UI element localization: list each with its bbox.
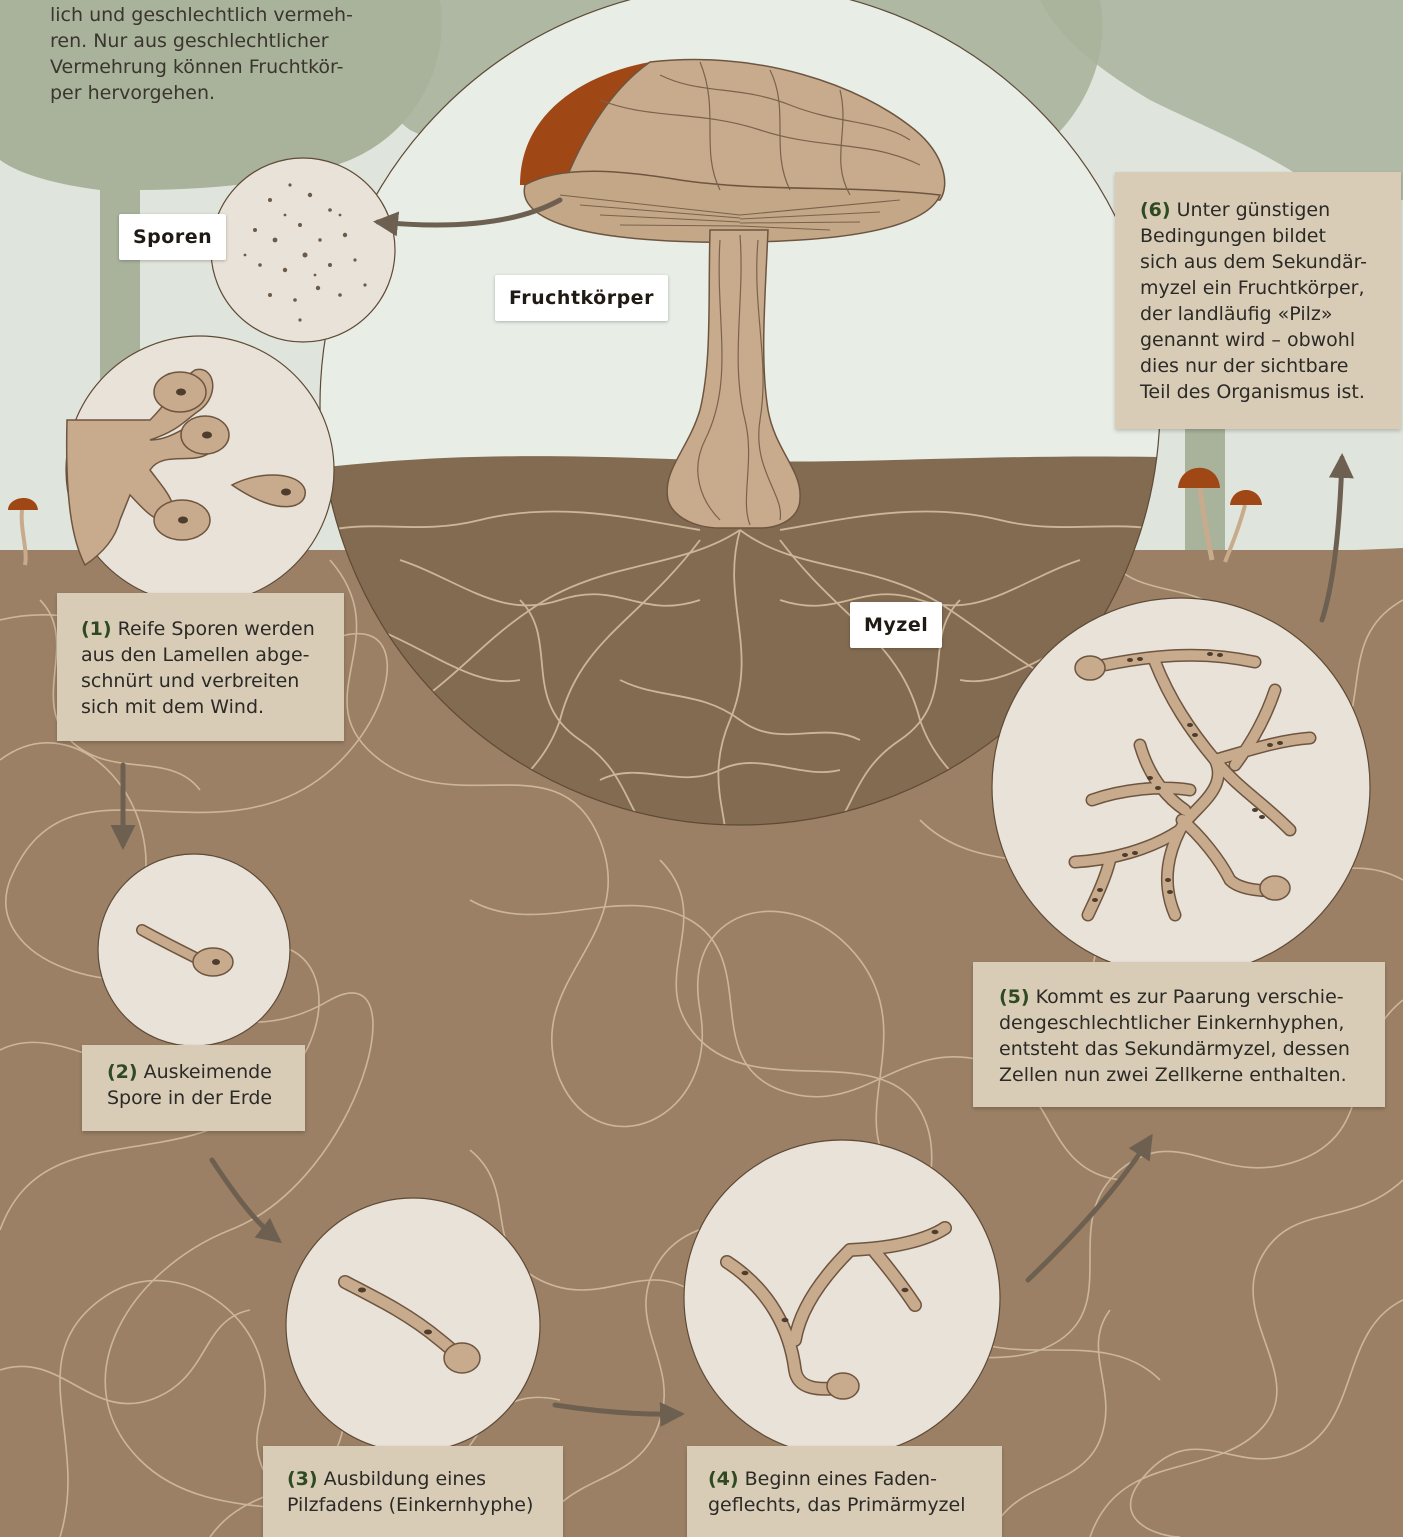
step-text-line: Kommt es zur Paarung verschie- <box>1036 986 1344 1008</box>
intro-line: Vermehrung können Fruchtkör- <box>50 54 410 80</box>
kreis-3-einkernhyphe <box>286 1198 540 1452</box>
intro-line: per hervorgehen. <box>50 80 410 106</box>
label-myzel: Myzel <box>850 602 942 648</box>
intro-line: ren. Nur aus geschlechtlicher <box>50 28 410 54</box>
step-text-line: Reife Sporen werden <box>118 618 315 640</box>
kreis-4-primaermyzel <box>684 1140 1000 1456</box>
step-text-line: entsteht das Sekundärmyzel, dessen <box>999 1036 1385 1062</box>
step-text-line: aus den Lamellen abge- <box>81 642 344 668</box>
step-text-line: Beginn eines Faden- <box>745 1468 937 1490</box>
step-text-line: Auskeimende <box>144 1061 272 1083</box>
step-text-line: sich mit dem Wind. <box>81 694 344 720</box>
step-text-line: Pilzfadens (Einkernhyphe) <box>287 1492 563 1518</box>
label-sporen: Sporen <box>119 214 226 260</box>
step-text-line: dies nur der sichtbare <box>1140 353 1401 379</box>
step-text-line: geflechts, das Primärmyzel <box>708 1492 1002 1518</box>
step-text-line: Spore in der Erde <box>107 1085 305 1111</box>
step-1-box: (1) Reife Sporen werden aus den Lamellen… <box>57 593 344 741</box>
kreis-5-sekundaermyzel <box>992 598 1370 976</box>
step-number: (3) <box>287 1468 318 1490</box>
label-fruchtkoerper: Fruchtkörper <box>495 275 668 321</box>
step-3-box: (3) Ausbildung eines Pilzfadens (Einkern… <box>263 1446 563 1537</box>
step-text-line: Bedingungen bildet <box>1140 223 1401 249</box>
step-text-line: Teil des Organismus ist. <box>1140 379 1401 405</box>
step-number: (6) <box>1140 199 1171 221</box>
step-number: (5) <box>999 986 1030 1008</box>
intro-line: lich und geschlechtlich vermeh- <box>50 2 410 28</box>
step-4-box: (4) Beginn eines Faden- geflechts, das P… <box>687 1446 1002 1537</box>
step-number: (4) <box>708 1468 739 1490</box>
kreis-2-auskeimende-spore <box>98 854 290 1046</box>
kreis-1-reife-sporen <box>66 336 334 604</box>
step-text-line: sich aus dem Sekundär- <box>1140 249 1401 275</box>
step-6-box: (6) Unter günstigen Bedingungen bildet s… <box>1115 172 1401 429</box>
step-2-box: (2) Auskeimende Spore in der Erde <box>82 1045 305 1131</box>
step-text-line: Zellen nun zwei Zellkerne enthalten. <box>999 1062 1385 1088</box>
step-text-line: der landläufig «Pilz» <box>1140 301 1401 327</box>
step-text-line: Ausbildung eines <box>324 1468 486 1490</box>
step-number: (2) <box>107 1061 138 1083</box>
step-text-line: myzel ein Fruchtkörper, <box>1140 275 1401 301</box>
step-text-line: schnürt und verbreiten <box>81 668 344 694</box>
intro-text: lich und geschlechtlich vermeh- ren. Nur… <box>50 2 410 106</box>
step-number: (1) <box>81 618 112 640</box>
step-5-box: (5) Kommt es zur Paarung verschie- denge… <box>973 962 1385 1107</box>
step-text-line: dengeschlechtlicher Einkernhyphen, <box>999 1010 1385 1036</box>
step-text-line: Unter günstigen <box>1177 199 1331 221</box>
step-text-line: genannt wird – obwohl <box>1140 327 1401 353</box>
sporen-kreis <box>211 158 395 342</box>
